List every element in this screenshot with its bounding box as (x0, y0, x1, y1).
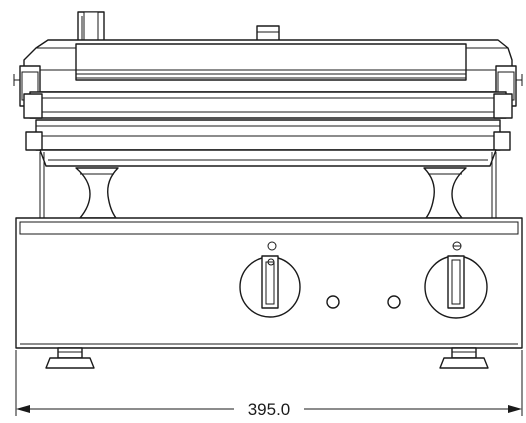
left-support-pillar (75, 167, 119, 219)
width-dimension: 395.0 (15, 350, 523, 419)
drip-tray (39, 149, 497, 167)
upper-plate-band (23, 91, 513, 119)
right-control-knob[interactable] (424, 241, 488, 319)
right-support-pillar (423, 167, 467, 219)
indicator-light-left (326, 295, 340, 309)
indicator-light-right (387, 295, 401, 309)
left-foot (45, 347, 95, 369)
lower-plate-band (25, 119, 511, 151)
left-control-knob[interactable] (239, 241, 301, 318)
dimension-label: 395.0 (248, 400, 291, 419)
dimension-arrow-left (16, 405, 30, 413)
side-rods (39, 152, 497, 218)
upper-lid (23, 39, 513, 93)
right-foot (439, 347, 489, 369)
dimension-arrow-right (508, 405, 522, 413)
